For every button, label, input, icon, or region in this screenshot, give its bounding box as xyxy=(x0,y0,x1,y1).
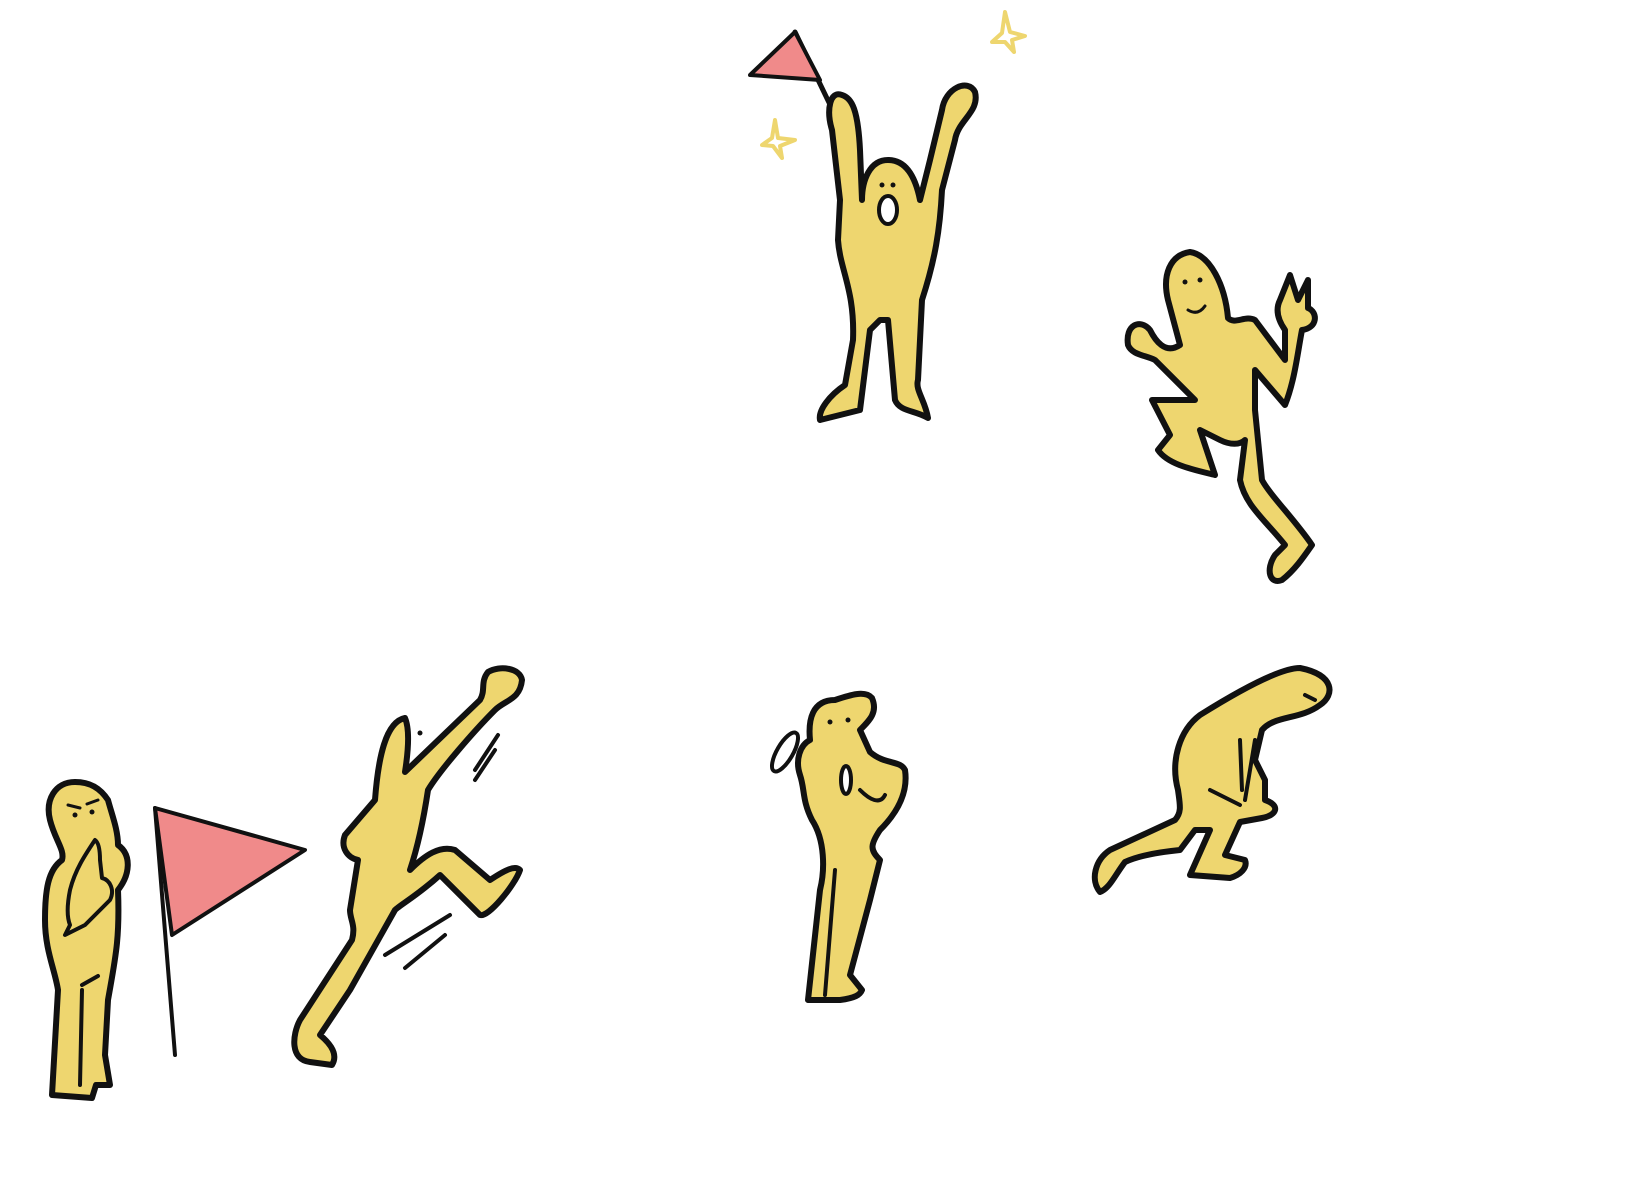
crouching-person-icon xyxy=(1091,665,1333,895)
upset-person-icon xyxy=(770,690,909,1003)
small-flag-icon xyxy=(748,29,838,118)
punching-person-icon xyxy=(291,665,525,1068)
cheering-person-icon xyxy=(748,10,1027,423)
peace-sign-person-icon xyxy=(1124,249,1318,584)
thinking-person-icon xyxy=(42,779,307,1101)
large-flag-icon xyxy=(153,806,307,1057)
